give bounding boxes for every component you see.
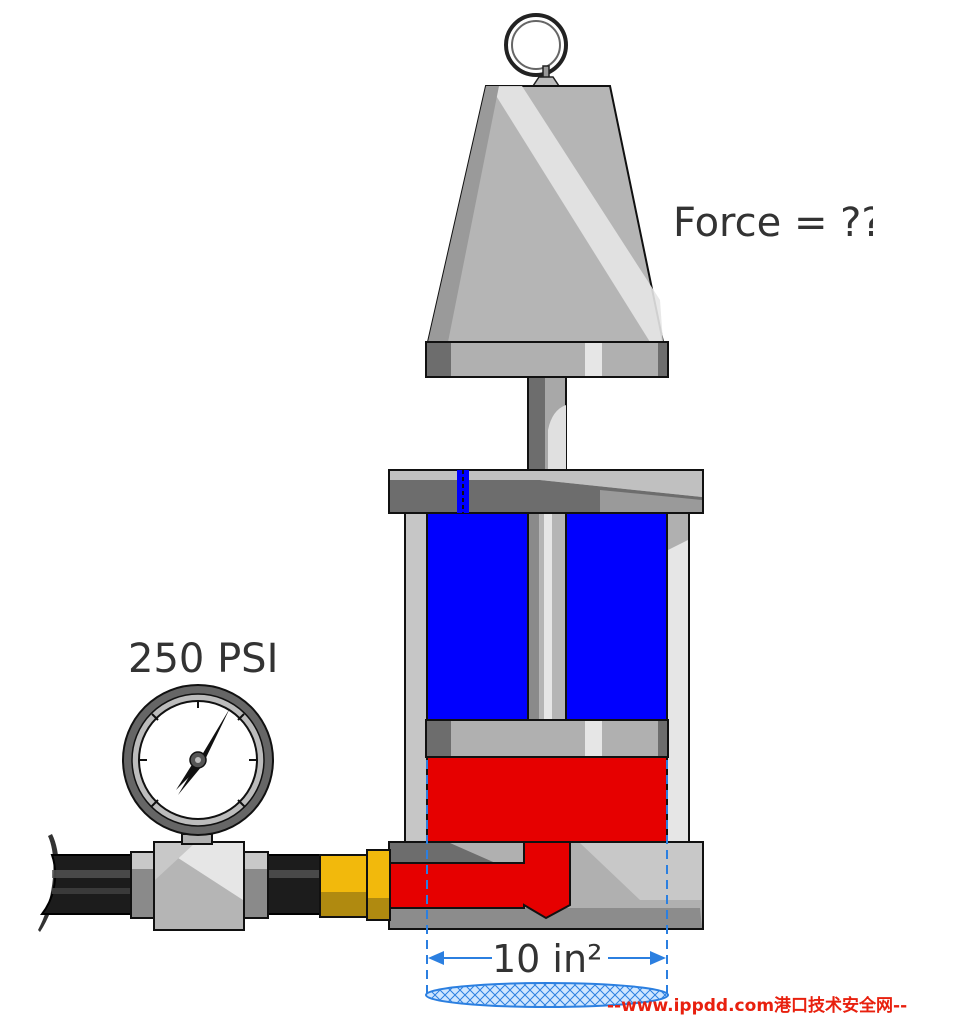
weight — [425, 13, 669, 378]
hose-fitting-left — [130, 851, 269, 919]
piston-head — [425, 719, 669, 758]
cylinder-base-block — [388, 841, 704, 930]
fluid-passage — [389, 841, 571, 920]
brass-fitting — [319, 849, 391, 921]
inner-rod — [527, 512, 567, 721]
lower-fluid-chamber — [426, 756, 668, 843]
cylinder-top-cap — [388, 469, 704, 514]
dimension-arrow-right-icon — [650, 951, 666, 965]
area-dimension — [425, 760, 669, 1008]
dimension-arrow-left-icon — [428, 951, 444, 965]
pressure-label: 250 PSI — [128, 636, 278, 682]
force-label: Force = ?? — [673, 200, 883, 246]
gauge-tee-block — [153, 833, 245, 931]
pressure-gauge-icon — [122, 684, 274, 836]
piston-rod — [527, 376, 567, 472]
area-label: 10 in² — [492, 937, 602, 981]
watermark-text: --www.ippdd.com港口技术安全网-- — [607, 995, 907, 1016]
weight-base-plate — [425, 341, 669, 378]
supply-hose — [38, 834, 321, 932]
lifting-ring-icon — [504, 13, 568, 77]
